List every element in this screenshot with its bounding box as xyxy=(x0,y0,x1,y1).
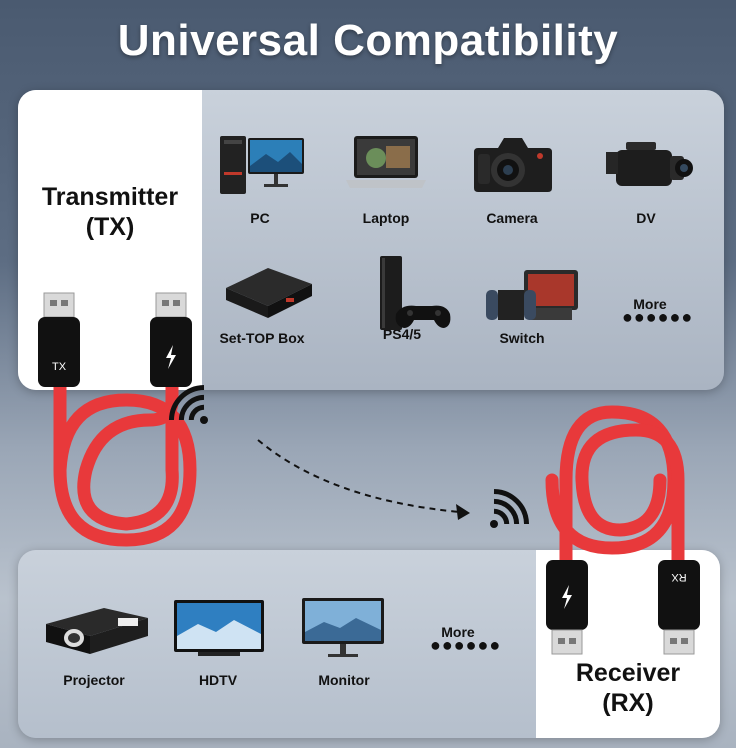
camera-icon xyxy=(452,132,572,202)
device-label: Set-TOP Box xyxy=(219,330,305,346)
console-icon xyxy=(342,252,462,334)
transmitter-section: Transmitter (TX) xyxy=(18,90,202,390)
transmitter-label: Transmitter (TX) xyxy=(18,182,202,242)
receiver-title: Receiver xyxy=(575,659,681,687)
source-more: More ●●●●●● xyxy=(622,296,694,327)
device-label: PC xyxy=(250,210,270,226)
arrow-head-icon xyxy=(456,504,470,520)
transmitter-title: Transmitter xyxy=(41,183,179,211)
device-dv: DV xyxy=(586,132,706,226)
transmitter-abbrev: (TX) xyxy=(85,213,135,241)
more-dots-icon: ●●●●●● xyxy=(622,307,694,327)
device-monitor: Monitor xyxy=(284,596,404,688)
device-label: HDTV xyxy=(198,672,238,688)
laptop-icon xyxy=(326,132,446,202)
camcorder-icon xyxy=(586,132,706,202)
device-label: Projector xyxy=(63,672,125,688)
tv-icon xyxy=(158,596,278,666)
device-ps45: PS4/5 xyxy=(342,252,462,342)
more-dots-icon: ●●●●●● xyxy=(430,635,502,655)
page-title: Universal Compatibility xyxy=(117,16,619,65)
device-pc: PC xyxy=(200,132,320,226)
display-more: More ●●●●●● xyxy=(430,624,502,655)
device-laptop: Laptop xyxy=(326,132,446,226)
device-hdtv: HDTV xyxy=(158,596,278,688)
set-top-box-icon xyxy=(202,258,322,328)
transmission-arrow xyxy=(257,439,461,513)
wifi-signal-rx-icon xyxy=(490,488,530,528)
switch-console-icon xyxy=(462,258,582,328)
device-projector: Projector xyxy=(34,596,154,688)
device-label: Laptop xyxy=(362,210,410,226)
device-label: Camera xyxy=(486,210,538,226)
receiver-label: Receiver (RX) xyxy=(536,658,720,718)
device-label: Monitor xyxy=(318,672,370,688)
display-devices-panel: Projector HDTV Monitor More ●●●●●● xyxy=(18,550,720,738)
tx-cable xyxy=(53,378,197,547)
more-label: More xyxy=(633,296,667,312)
more-label: More xyxy=(441,624,475,640)
device-set-top-box: Set-TOP Box xyxy=(202,258,322,346)
projector-icon xyxy=(34,596,154,666)
device-label: DV xyxy=(636,210,656,226)
pc-icon xyxy=(200,132,320,202)
device-switch: Switch xyxy=(462,258,582,346)
receiver-abbrev: (RX) xyxy=(602,689,654,717)
rx-cable xyxy=(545,405,685,569)
receiver-section: Receiver (RX) xyxy=(536,550,720,738)
monitor-icon xyxy=(284,596,404,666)
device-label: Switch xyxy=(499,330,545,346)
device-camera: Camera xyxy=(452,132,572,226)
source-devices-panel: Transmitter (TX) PC xyxy=(18,90,724,390)
